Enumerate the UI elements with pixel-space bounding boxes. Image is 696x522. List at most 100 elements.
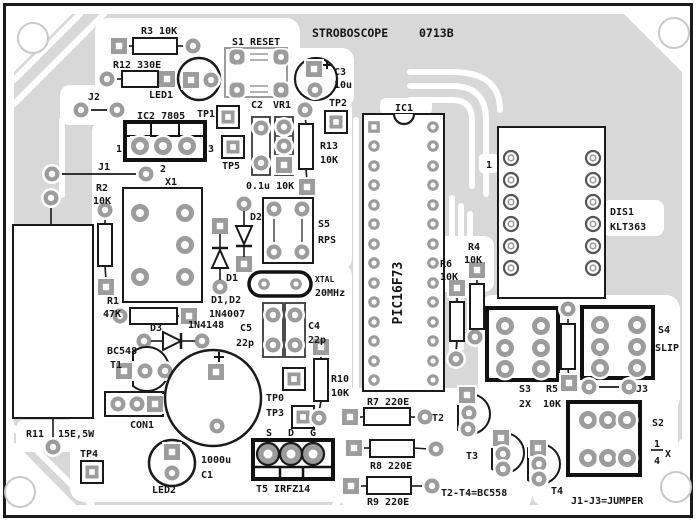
pad (107, 100, 127, 120)
switch-s4 (580, 305, 655, 380)
pad (272, 81, 290, 99)
pad (264, 242, 284, 262)
transformer-x1 (122, 187, 203, 303)
pad (426, 354, 440, 368)
label-s1: S1 RESET (232, 37, 280, 48)
pad (207, 416, 227, 436)
crystal-xtal (247, 270, 313, 298)
transistor-t1 (114, 346, 175, 392)
resistor-r6 (446, 278, 467, 369)
pad (297, 177, 317, 197)
label-j1: J1 (98, 162, 110, 173)
label-s4-value: SLIP (655, 343, 679, 354)
pad (576, 408, 600, 432)
pad (529, 314, 553, 338)
pad (502, 237, 520, 255)
pad (285, 305, 305, 325)
label-r10: R10 (331, 374, 349, 385)
label-s5-value: RPS (318, 235, 336, 246)
pad (367, 159, 381, 173)
pad (588, 335, 612, 359)
pad (264, 199, 284, 219)
testpoint-tp5 (221, 135, 245, 159)
label-xtal-value: 20MHz (315, 288, 345, 299)
switch-s2 (566, 400, 642, 477)
label-t1: T1 (110, 360, 122, 371)
label-r5: R5 (546, 384, 558, 395)
pad (162, 442, 182, 462)
label-r7: R7 220E (367, 397, 409, 408)
pad (228, 48, 246, 66)
mounting-hole (4, 476, 36, 508)
label-t1-part: BC548 (107, 346, 137, 357)
pad (136, 164, 156, 184)
pad (426, 334, 440, 348)
diode-d2 (234, 194, 254, 274)
pad (289, 277, 303, 291)
resistor-r1 (110, 306, 199, 326)
pad (422, 476, 442, 496)
pad (272, 48, 290, 66)
pad (615, 408, 639, 432)
label-t3: T3 (466, 451, 478, 462)
label-r2-value: 10K (93, 196, 111, 207)
pad (367, 198, 381, 212)
label-c2: C2 (251, 100, 263, 111)
pad (201, 70, 221, 90)
label-j1-j3-note: J1-J3=JUMPER (571, 496, 644, 507)
pad (579, 377, 599, 397)
label-d1: D1 (226, 273, 238, 284)
switch-s5 (262, 197, 314, 264)
transistor-t4 (527, 438, 561, 489)
mounting-hole (17, 22, 49, 54)
pad (292, 199, 312, 219)
label-j2: J2 (88, 92, 100, 103)
label-c1: C1 (201, 470, 213, 481)
pad (127, 394, 147, 414)
pad (135, 361, 155, 381)
pad (615, 446, 639, 470)
pad (274, 117, 294, 137)
label-ic2-pin2: 2 (160, 164, 166, 175)
pin1-notch (392, 113, 416, 126)
pad (584, 215, 602, 233)
pad (367, 139, 381, 153)
resistor-r10 (309, 337, 331, 428)
pad (584, 259, 602, 277)
board-title: STROBOSCOPE (312, 26, 388, 40)
label-c3: C3 (334, 67, 346, 78)
transistor-t2 (457, 385, 491, 439)
pad (173, 265, 197, 289)
pad (426, 315, 440, 329)
diode-d3 (134, 330, 212, 352)
pad (367, 120, 381, 134)
pad (367, 237, 381, 251)
label-r11-value: 15E,5W (58, 429, 95, 440)
pad (274, 136, 294, 156)
mosfet-t5 (251, 438, 335, 481)
label-c4: C4 (308, 321, 320, 332)
pad (367, 334, 381, 348)
pad (367, 217, 381, 231)
label-x1: X1 (165, 177, 177, 188)
polarity-plus (214, 352, 224, 362)
pad (502, 171, 520, 189)
pad (426, 256, 440, 270)
pad (625, 313, 649, 337)
pad (446, 349, 466, 369)
pad (367, 354, 381, 368)
pad (426, 198, 440, 212)
pad (300, 441, 326, 467)
pad (206, 362, 226, 382)
pad (529, 469, 549, 489)
pad (588, 313, 612, 337)
capacitor-c2 (251, 116, 271, 176)
pad (145, 394, 165, 414)
label-c5-value: 22p (236, 338, 254, 349)
pad (426, 217, 440, 231)
pad (584, 193, 602, 211)
label-tp0: TP0 (266, 393, 284, 404)
pad (173, 201, 197, 225)
pad (367, 276, 381, 290)
